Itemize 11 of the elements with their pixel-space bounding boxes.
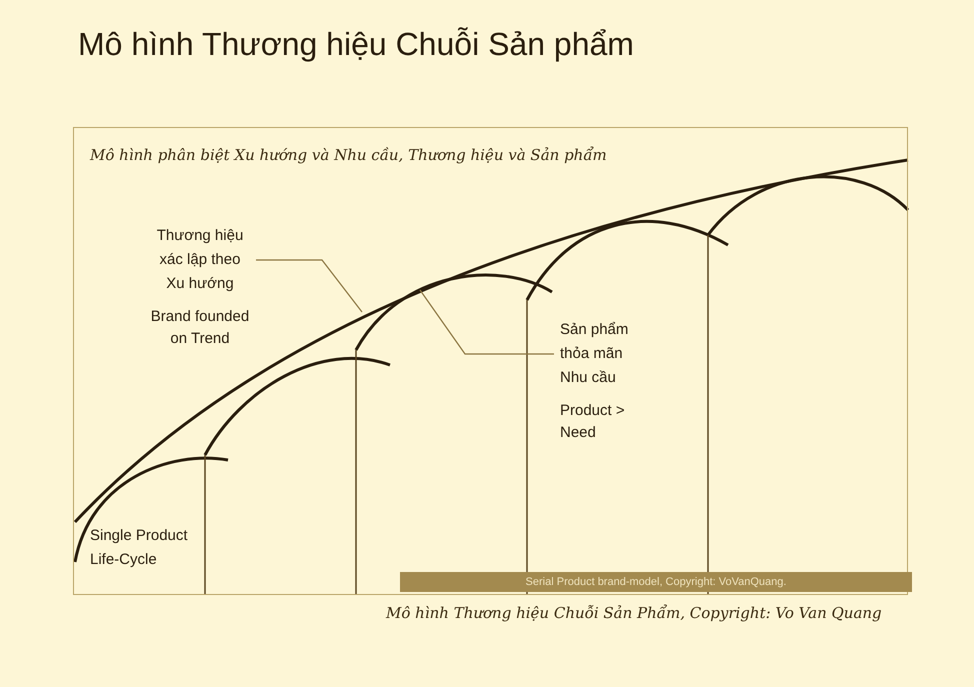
- callout-subtext: Product > Need: [560, 401, 626, 443]
- title: Mô hình Thương hiệu Chuỗi Sản phẩm: [78, 26, 634, 63]
- callout-text: Sản phẩm thỏa mãn Nhu cầu: [560, 320, 630, 388]
- footer-banner: Serial Product brand-model, Copyright: VoVanQuang.: [400, 572, 912, 592]
- annotation-text: Single Product Life-Cycle: [90, 526, 189, 570]
- subtitle: Mô hình phân biệt Xu hướng và Nhu cầu, Thương hiệu và Sản phẩm: [90, 146, 607, 164]
- caption: Mô hình Thương hiệu Chuỗi Sản Phẩm, Copyright: Vo Van Quang: [386, 604, 882, 622]
- callout-text: Thương hiệu xác lập theo Xu hướng: [156, 226, 244, 294]
- leader-line: [420, 290, 554, 355]
- leader-line: [256, 259, 362, 312]
- callout-subtext: Brand founded on Trend: [150, 307, 250, 349]
